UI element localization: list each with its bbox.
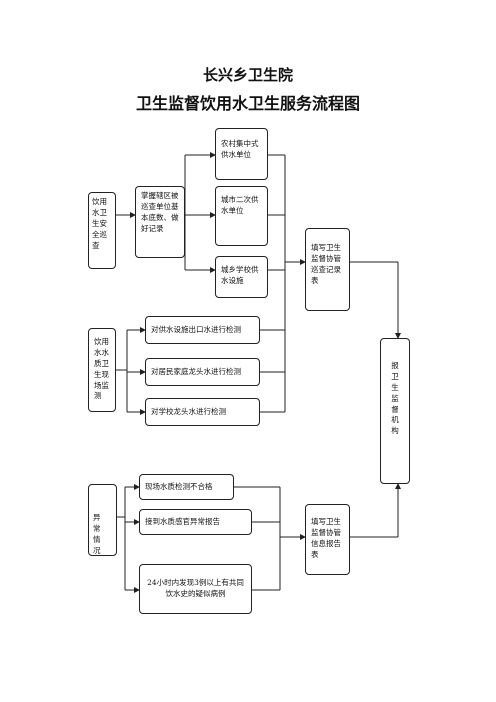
- flowchart-title: 卫生监督饮用水卫生服务流程图: [135, 94, 360, 113]
- report-org-box: 报卫生监督机构: [380, 338, 410, 484]
- cases-24h-box: 24小时内发现3例以上有共同饮水史的疑似病例: [139, 564, 252, 614]
- site-monitoring-label: 饮用水水质卫生现场监测: [94, 337, 109, 401]
- school-test-label: 对学校龙头水进行检测: [151, 406, 226, 416]
- rural-supply-label: 农村集中式供水单位: [221, 139, 259, 159]
- report-org-label: 报卫生监督机构: [391, 361, 399, 436]
- rural-supply-box: 农村集中式供水单位: [215, 128, 268, 180]
- outlet-test-box: 对供水设施出口水进行检测: [145, 316, 260, 344]
- safety-check-box: 饮用水卫生安全巡查: [88, 192, 116, 269]
- school-test-box: 对学校龙头水进行检测: [145, 398, 260, 426]
- school-supply-box: 城乡学校供水设施: [215, 256, 268, 298]
- info-form-label: 填写卫生监督协管信息报告表: [311, 517, 341, 559]
- resident-test-box: 对居民家庭龙头水进行检测: [145, 358, 260, 386]
- grasp-units-box: 掌握辖区被巡查单位基本底数、做好记录: [135, 186, 185, 258]
- site-fail-label: 现场水质检测不合格: [145, 481, 213, 491]
- cases-24h-label: 24小时内发现3例以上有共同饮水史的疑似病例: [147, 578, 244, 598]
- resident-test-label: 对居民家庭龙头水进行检测: [151, 366, 241, 376]
- org-title: 长兴乡卫生院: [202, 66, 293, 84]
- site-monitoring-box: 饮用水水质卫生现场监测: [88, 328, 116, 412]
- site-fail-box: 现场水质检测不合格: [139, 474, 234, 500]
- sensory-abnormal-label: 接到水质感官异常报告: [145, 516, 220, 526]
- outlet-test-label: 对供水设施出口水进行检测: [151, 324, 241, 334]
- urban-secondary-label: 城市二次供水单位: [221, 195, 259, 215]
- grasp-units-label: 掌握辖区被巡查单位基本底数、做好记录: [141, 191, 179, 233]
- inspection-form-label: 填写卫生监督协管巡查记录表: [311, 243, 341, 285]
- urban-secondary-box: 城市二次供水单位: [215, 186, 268, 246]
- school-supply-label: 城乡学校供水设施: [221, 265, 259, 285]
- info-form-box: 填写卫生监督协管信息报告表: [305, 504, 350, 575]
- abnormal-report-box: 异常情况报告: [88, 484, 117, 556]
- safety-check-label: 饮用水卫生安全巡查: [92, 197, 107, 250]
- sensory-abnormal-box: 接到水质感官异常报告: [139, 509, 252, 535]
- abnormal-report-label: 异常情况报告: [93, 513, 106, 555]
- inspection-form-box: 填写卫生监督协管巡查记录表: [305, 228, 350, 311]
